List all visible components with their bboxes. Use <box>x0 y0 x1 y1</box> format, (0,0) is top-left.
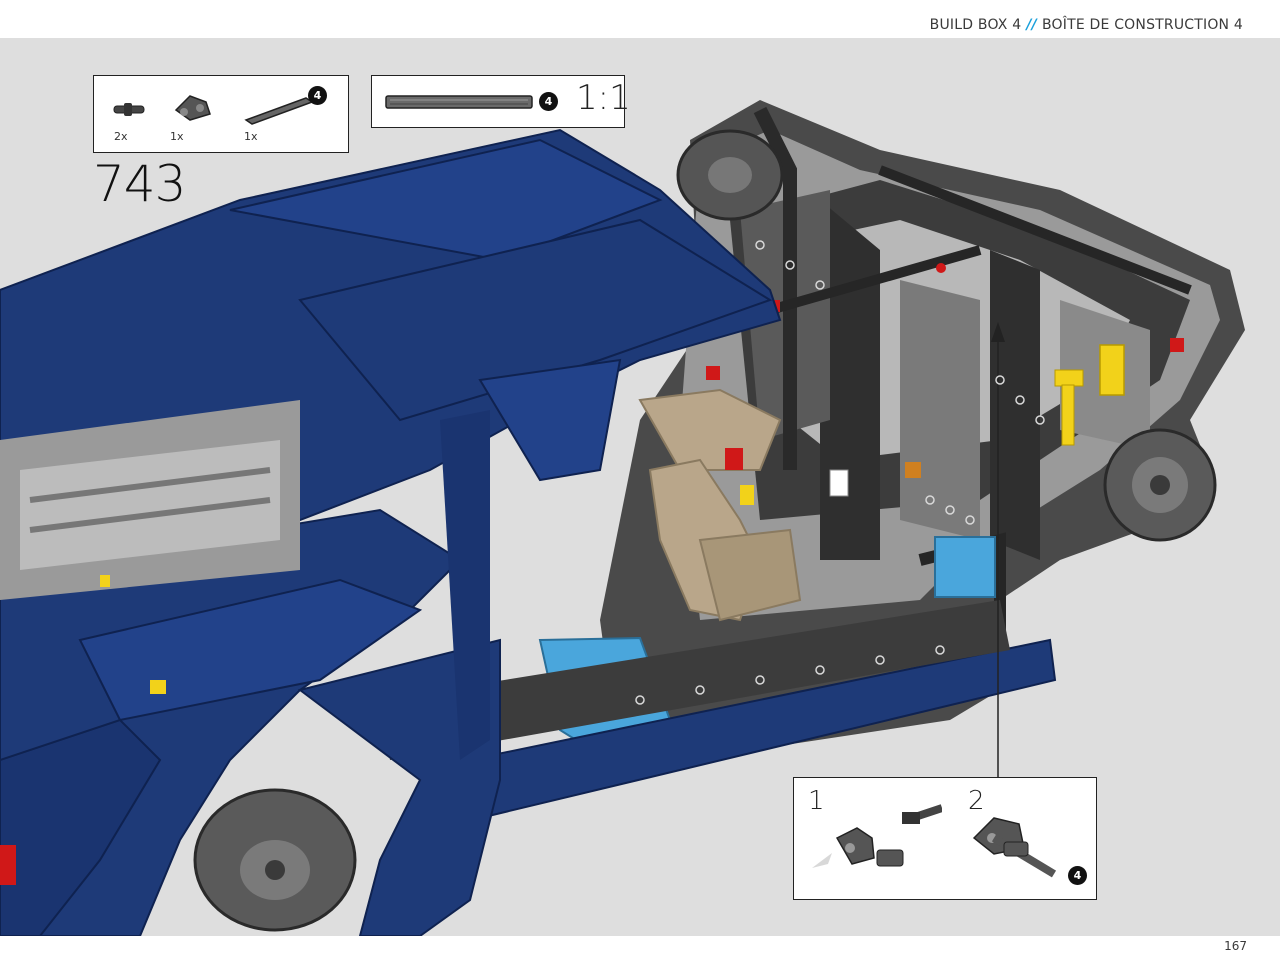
engine-bay <box>0 400 300 694</box>
substep-1-number: 1 <box>808 786 825 816</box>
page-footer: 167 <box>0 936 1280 974</box>
scale-reference-callout: 4 1:1 <box>371 75 631 128</box>
callout-arrow <box>991 322 1005 777</box>
substep-1-illustration <box>810 804 942 871</box>
substep-2-number: 2 <box>968 786 985 816</box>
step-number: 743 <box>93 155 186 213</box>
parts-list-callout: 2x 1x 1x 4 <box>93 75 349 153</box>
part-qty-1: 2x <box>114 130 128 143</box>
pin-hole-details <box>635 240 1045 705</box>
substep-2-illustration <box>972 817 1057 878</box>
part-qty-3: 1x <box>244 130 258 143</box>
axle-scale-icon <box>385 95 533 109</box>
axle-connector-pin-icon <box>113 103 145 116</box>
rear-wheel-hubs <box>676 129 1217 542</box>
front-wheel <box>0 788 357 932</box>
substep-length-badge: 4 <box>1068 866 1087 885</box>
part-length-badge: 4 <box>308 86 327 105</box>
header-separator: // <box>1026 17 1037 33</box>
page-number: 167 <box>1224 939 1247 953</box>
axle-connector-block-icon <box>174 95 211 121</box>
scale-length-badge: 4 <box>539 92 558 111</box>
build-box-label: BUILD BOX 4 <box>929 17 1022 33</box>
scale-ratio-label: 1:1 <box>576 78 631 118</box>
subassembly-callout: 1 2 4 <box>793 777 1097 900</box>
part-qty-2: 1x <box>170 130 184 143</box>
interior-seat <box>638 388 802 622</box>
page-header: BUILD BOX 4//BOÎTE DE CONSTRUCTION 4 <box>0 0 1280 38</box>
header-title: BUILD BOX 4//BOÎTE DE CONSTRUCTION 4 <box>930 17 1243 33</box>
instruction-illustration <box>0 38 1280 936</box>
car-model-render <box>0 100 1245 936</box>
axle-4-icon <box>244 97 314 125</box>
build-box-label-fr: BOÎTE DE CONSTRUCTION 4 <box>1041 17 1243 33</box>
